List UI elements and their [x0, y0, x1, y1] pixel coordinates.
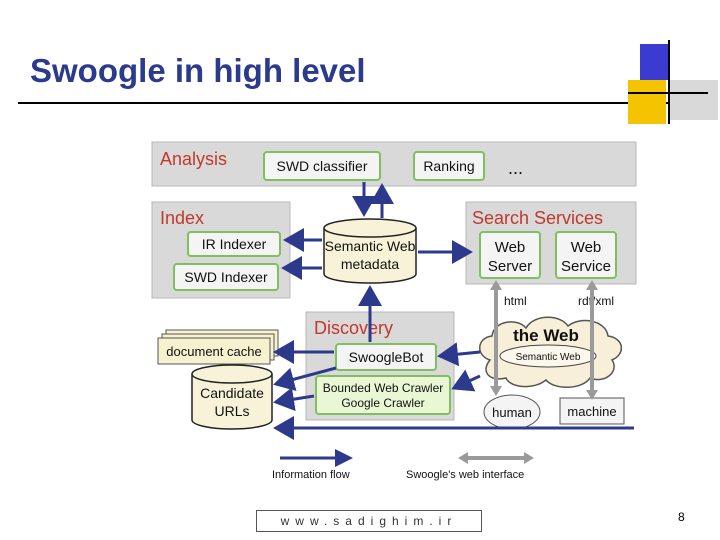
web-server-box	[479, 231, 541, 279]
deco-vertical-line	[668, 40, 670, 124]
machine-label: machine	[567, 404, 616, 419]
candidate-urls-line1: Candidate	[200, 385, 264, 401]
deco-yellow-square	[628, 80, 666, 124]
legend-web-interface-head-left	[458, 452, 468, 464]
title-underline	[18, 102, 698, 104]
swd-indexer-box	[173, 263, 279, 291]
swooglebot-box	[335, 343, 437, 371]
flow-arrow-swooglebot-to-urls	[273, 366, 337, 391]
swd-classifier-label: SWD classifier	[276, 158, 367, 174]
ranking-label: Ranking	[423, 158, 474, 174]
deco-horizontal-line	[628, 92, 708, 94]
ranking-box	[413, 151, 485, 181]
web-server-line2: Server	[488, 258, 532, 275]
discovery-label: Discovery	[314, 318, 393, 338]
candidate-urls-line2: URLs	[214, 403, 249, 419]
crawler-box	[315, 375, 451, 415]
swd-classifier-box	[263, 151, 381, 181]
crawler-line2: Google Crawler	[341, 396, 424, 410]
metadata-line1: Semantic Web	[325, 238, 416, 254]
human-label: human	[492, 405, 532, 420]
analysis-label: Analysis	[160, 149, 227, 169]
machine-box	[559, 397, 625, 425]
swd-indexer-label: SWD Indexer	[184, 269, 268, 285]
footer-website-url: www.sadighim.ir	[256, 510, 482, 532]
html-label: html	[504, 294, 527, 308]
document-cache-label: document cache	[166, 344, 261, 359]
metadata-line2: metadata	[341, 256, 400, 272]
flow-arrow-web-to-swooglebot	[437, 342, 481, 367]
rdf-xml-label: rdf/xml	[578, 294, 614, 308]
deco-blue-square	[640, 44, 670, 80]
web-service-box	[555, 231, 617, 279]
legend-information-flow-label: Information flow	[272, 469, 350, 481]
metadata-cylinder-top	[323, 218, 417, 238]
legend-web-interface-label: Swoogle's web interface	[406, 469, 524, 481]
crawler-line1: Bounded Web Crawler	[323, 381, 444, 395]
interface-arrowhead-service-bottom	[586, 390, 598, 400]
index-label: Index	[160, 208, 204, 228]
page-number: 8	[678, 510, 685, 524]
analysis-ellipsis: ...	[508, 158, 523, 178]
search-services-label: Search Services	[472, 208, 603, 228]
slide-title: Swoogle in high level	[30, 52, 366, 89]
web-service-line1: Web	[571, 239, 602, 256]
flow-arrow-web-to-crawler	[451, 369, 481, 392]
analysis-panel	[151, 141, 637, 187]
interface-arrowhead-server-top	[490, 280, 502, 290]
the-web-label: the Web	[513, 326, 579, 345]
flow-arrow-crawler-to-urls	[273, 387, 315, 412]
web-server-line1: Web	[495, 239, 526, 256]
ir-indexer-box	[187, 231, 281, 257]
ir-indexer-label: IR Indexer	[202, 236, 267, 252]
interface-arrowhead-service-top	[586, 280, 598, 290]
candidate-urls-cylinder-top	[191, 364, 273, 384]
semantic-web-metadata-cylinder	[323, 228, 417, 284]
candidate-urls-cylinder	[191, 374, 273, 430]
legend-web-interface-head-right	[524, 452, 534, 464]
document-cache-box	[157, 337, 271, 365]
semantic-web-ellipse	[499, 344, 597, 368]
interface-arrowhead-server-bottom	[490, 386, 502, 396]
swoogle-architecture-diagram: Analysis SWD classifier Ranking ... Inde…	[150, 140, 638, 486]
semantic-web-label: Semantic Web	[516, 352, 581, 363]
web-service-line2: Service	[561, 258, 611, 275]
swooglebot-label: SwoogleBot	[349, 349, 424, 365]
deco-grey-square	[668, 80, 718, 120]
